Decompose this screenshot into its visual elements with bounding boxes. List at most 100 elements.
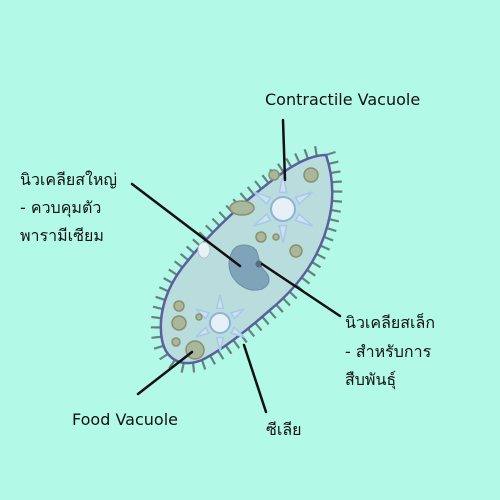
- cilium: [325, 150, 336, 157]
- cilium: [153, 344, 164, 350]
- cilium: [185, 245, 195, 254]
- cilium: [191, 362, 196, 373]
- label-micronucleus-line3: สืบพันธุ์: [345, 370, 397, 389]
- cilium: [254, 322, 263, 332]
- vacuole-center-bottom: [209, 312, 231, 334]
- vacuole-ray: [229, 326, 245, 338]
- vacuole-ray: [278, 224, 288, 244]
- cilium: [211, 217, 221, 227]
- contractile-vacuole-bottom: [195, 294, 245, 352]
- cilium: [261, 174, 270, 184]
- cilium: [330, 208, 341, 213]
- cilium: [288, 290, 298, 300]
- cilium: [239, 192, 248, 202]
- cilium: [173, 260, 184, 269]
- cilium: [180, 362, 185, 373]
- macronucleus: [228, 244, 270, 291]
- label-cilia: ซีเลีย: [266, 420, 302, 439]
- cilium: [285, 157, 293, 168]
- leader-contractile-vacuole: [281, 118, 287, 182]
- cilium: [311, 261, 322, 269]
- cilium: [331, 180, 342, 184]
- contractile-vacuole-top: [253, 174, 313, 244]
- cilium: [179, 252, 189, 261]
- cilium: [224, 344, 233, 355]
- food-vacuole: [268, 169, 280, 181]
- food-vacuole: [171, 337, 181, 347]
- food-vacuole: [303, 167, 319, 183]
- cilium: [168, 268, 178, 276]
- cilium: [209, 355, 216, 365]
- food-vacuole: [195, 313, 203, 321]
- food-vacuole: [173, 300, 185, 312]
- cilium: [217, 350, 225, 360]
- cilium: [155, 295, 166, 302]
- cilium: [294, 153, 301, 164]
- cilium: [218, 211, 227, 221]
- cilium: [306, 269, 316, 277]
- food-vacuole: [185, 340, 205, 360]
- food-vacuole: [289, 244, 303, 258]
- label-micronucleus-line1: นิวเคลียสเล็ก: [345, 313, 435, 332]
- cilium: [151, 335, 162, 339]
- cilium: [247, 328, 256, 338]
- label-contractile-vacuole: Contractile Vacuole: [265, 90, 421, 109]
- cilium: [168, 359, 176, 369]
- cilium: [246, 186, 255, 196]
- cilium: [159, 353, 169, 361]
- food-vacuole: [255, 231, 267, 243]
- cilium: [198, 231, 208, 240]
- cilium: [328, 218, 340, 223]
- cilium: [326, 227, 337, 233]
- vacuole-ray: [215, 336, 225, 352]
- cilium: [331, 199, 343, 203]
- cilium: [330, 170, 341, 175]
- vacuole-ray: [278, 174, 288, 194]
- vacuole-ray: [195, 326, 211, 338]
- cilium: [314, 145, 318, 157]
- food-vacuole: [171, 315, 187, 331]
- cilium: [205, 224, 214, 234]
- label-food-vacuole: Food Vacuole: [72, 410, 178, 429]
- cilium: [328, 160, 339, 165]
- leader-macronucleus: [130, 182, 242, 268]
- label-macronucleus-line2: - ควบคุมตัว: [20, 198, 102, 217]
- cilium: [254, 180, 263, 190]
- small-vacuole: [197, 241, 211, 259]
- cilium: [232, 339, 241, 349]
- cilium: [323, 235, 334, 242]
- cilium: [315, 252, 326, 260]
- cilium: [268, 309, 277, 319]
- vacuole-center-top: [270, 196, 296, 222]
- cilium: [320, 244, 331, 251]
- cilium: [151, 315, 162, 320]
- leader-lines: [130, 118, 342, 414]
- vacuole-star-rays-bottom: [195, 294, 245, 352]
- cilium: [303, 148, 309, 160]
- cilium: [277, 163, 285, 173]
- vacuole-ray: [215, 294, 225, 310]
- food-vacuole: [272, 233, 280, 241]
- food-vacuole: [229, 200, 255, 216]
- cilium: [152, 305, 163, 311]
- vacuole-ray: [294, 212, 313, 227]
- leader-micronucleus: [260, 262, 342, 318]
- vacuole-ray: [253, 212, 272, 227]
- label-macronucleus-line1: นิวเคลียสใหญ่: [20, 170, 118, 189]
- vacuole-ray: [229, 308, 245, 320]
- cilium: [200, 359, 207, 370]
- label-micronucleus-line2: - สำหรับการ: [345, 342, 432, 361]
- vacuole-ray: [294, 191, 313, 206]
- vacuole-ray: [253, 191, 272, 206]
- cilium: [300, 276, 311, 285]
- cilium: [163, 277, 173, 284]
- cilium: [158, 286, 169, 293]
- label-macronucleus-line3: พารามีเซียม: [20, 226, 104, 245]
- leader-cilia: [242, 343, 268, 414]
- vacuole-star-rays-top: [253, 174, 313, 244]
- cilia-group: [150, 145, 343, 373]
- leader-food-vacuole: [136, 350, 194, 396]
- cilium: [261, 316, 270, 326]
